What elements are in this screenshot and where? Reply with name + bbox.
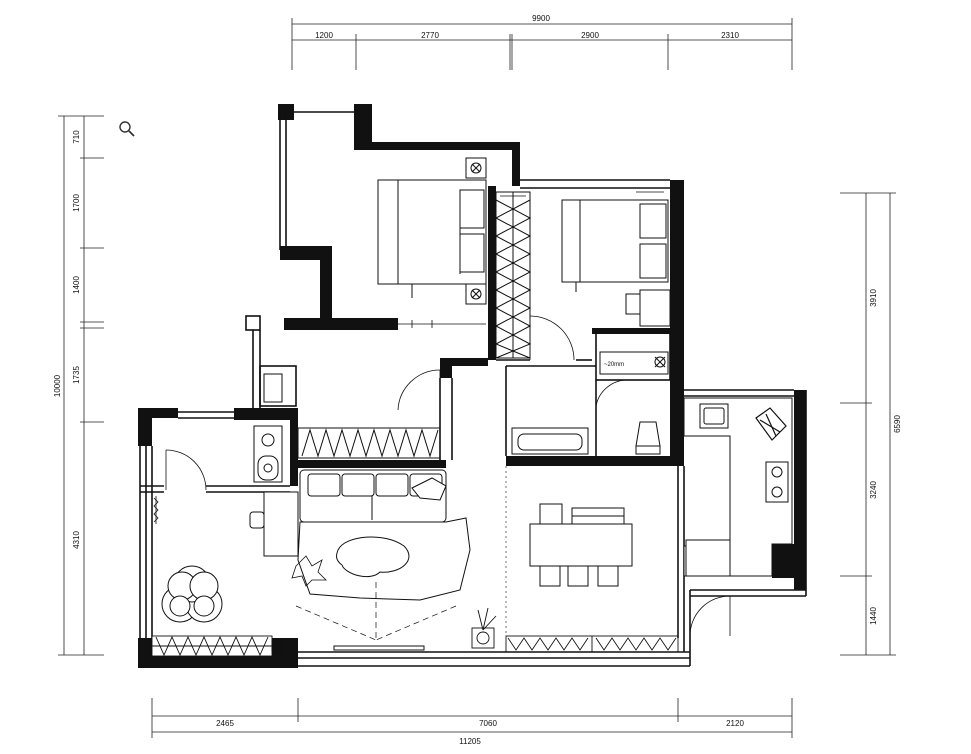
lounge-chair (161, 565, 223, 623)
second-bed (561, 199, 669, 292)
tv-unit (333, 645, 425, 651)
bath-fixture-label: ~20mm (604, 362, 624, 368)
utility-fixtures (253, 373, 283, 483)
dim-top-total: 9900 (532, 14, 550, 23)
desk-chair-second-bedroom (625, 289, 671, 327)
dim-right-1: 3910 (869, 289, 878, 307)
rug-and-coffee-table (297, 517, 471, 601)
dining-dotted-lines (505, 466, 685, 636)
door-swings (165, 315, 731, 637)
nightstands-master (465, 157, 487, 305)
wall-outlines (139, 104, 807, 667)
dim-left-total: 10000 (53, 374, 62, 397)
dim-bottom-3: 2120 (726, 719, 744, 728)
sofa (299, 469, 447, 523)
dim-right-2: 3240 (869, 481, 878, 499)
dim-top-1: 1200 (315, 31, 333, 40)
wardrobe-horizontal (297, 427, 441, 459)
dim-right-total: 6590 (893, 415, 902, 433)
dim-bottom-1: 2465 (216, 719, 234, 728)
wardrobe-vertical (494, 191, 532, 359)
study-desk (249, 491, 299, 557)
master-bed (377, 179, 487, 298)
dim-top-2: 2770 (421, 31, 439, 40)
dim-left-3: 1400 (72, 276, 81, 294)
balcony-rail (153, 496, 159, 524)
floor-pouf (291, 555, 327, 587)
curtain-marks (500, 191, 664, 197)
kitchen-counter (683, 397, 793, 577)
tv-wall-dashed (295, 582, 457, 641)
storage-bottom-right (505, 635, 679, 653)
right-dimension-chain (840, 192, 896, 656)
magnifier-icon[interactable] (118, 120, 136, 138)
dining-table (529, 503, 633, 587)
dim-right-3: 1440 (869, 607, 878, 625)
dim-top-4: 2310 (721, 31, 739, 40)
stove (765, 461, 789, 503)
bathroom-fixtures (511, 351, 669, 455)
fridge-corner (755, 407, 787, 441)
left-dimension-chain (58, 115, 104, 656)
dim-left-4: 1735 (72, 366, 81, 384)
dim-left-1: 710 (72, 130, 81, 144)
bottom-dimension-chain (151, 698, 793, 738)
dim-bottom-2: 7060 (479, 719, 497, 728)
dim-bottom-total: 11205 (459, 737, 481, 746)
storage-bottom-left (151, 635, 283, 657)
dim-left-2: 1700 (72, 194, 81, 212)
plant (471, 607, 497, 649)
dim-left-5: 4310 (72, 531, 81, 549)
dim-top-3: 2900 (581, 31, 599, 40)
top-dimension-chain (291, 18, 793, 70)
